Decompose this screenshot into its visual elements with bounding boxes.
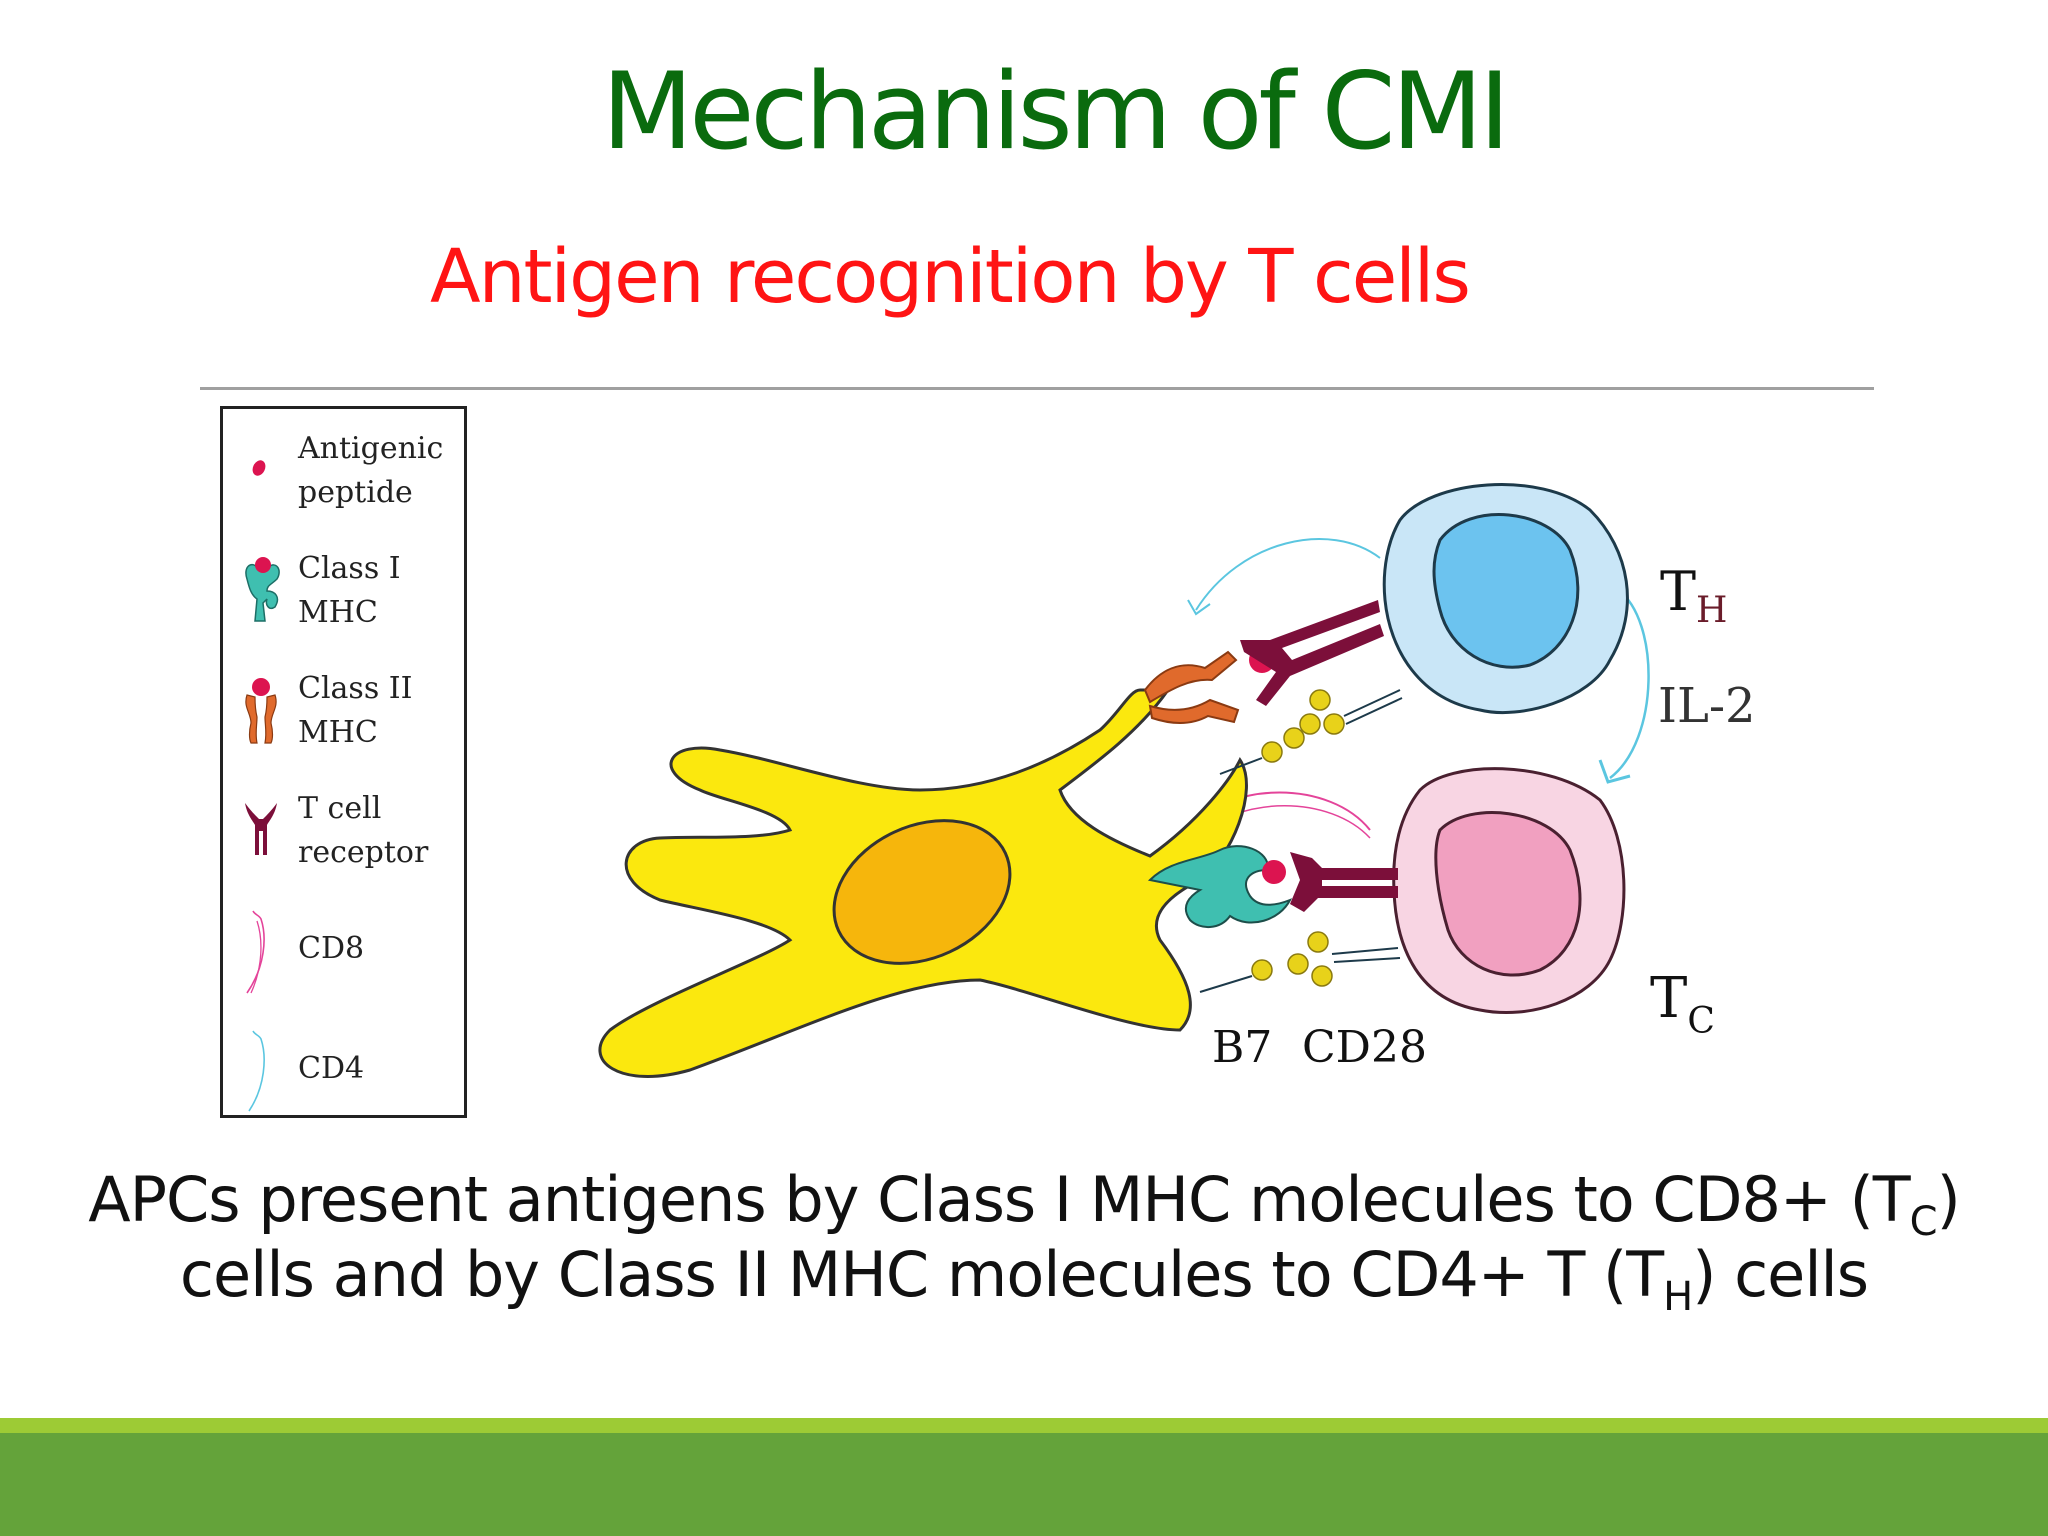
caption-line-1: APCs present antigens by Class I MHC mol… <box>88 1163 1961 1245</box>
caption-line-2: cells and by Class II MHC molecules to C… <box>179 1238 1869 1320</box>
legend-item-cd8: CD8 <box>223 907 464 1017</box>
cd4-icon <box>248 1030 265 1112</box>
legend-item-t-cell-receptor: T cell receptor <box>223 787 464 877</box>
legend-label: CD8 <box>298 931 365 966</box>
slide-title: Mechanism of CMI <box>601 50 1511 173</box>
class-ii-mhc-upper <box>1143 650 1238 704</box>
cd8-icon <box>246 910 265 994</box>
legend-label: T cell receptor <box>298 791 429 870</box>
t-cell-receptor-icon <box>245 803 277 855</box>
slide-subtitle: Antigen recognition by T cells <box>430 234 1471 320</box>
il2-arrow-icon <box>1609 588 1650 779</box>
antigenic-peptide-icon <box>252 460 266 476</box>
legend-label: CD4 <box>298 1051 365 1086</box>
class-i-mhc-lower <box>1147 845 1293 928</box>
title-divider <box>200 387 1874 390</box>
th-nucleus <box>1432 513 1580 669</box>
tc-nucleus <box>1434 811 1582 977</box>
b7-label: B7 <box>1212 1022 1273 1073</box>
footer-band <box>0 1433 2048 1536</box>
th-label: TH <box>1660 560 1728 631</box>
legend-label: Class II MHC <box>298 671 413 750</box>
tcr-tc <box>1290 852 1398 912</box>
legend-item-class-i-mhc: Class I MHC <box>223 547 464 637</box>
class-i-mhc-icon <box>245 557 280 622</box>
peptide-tc <box>1262 860 1286 884</box>
legend-item-cd4: CD4 <box>223 1027 464 1117</box>
apc-nucleus <box>832 819 1012 965</box>
legend-item-antigenic-peptide: Antigenic peptide <box>223 427 464 517</box>
footer-accent-stripe <box>0 1418 2048 1433</box>
tc-label: TC <box>1650 966 1715 1042</box>
cd4-arc <box>1195 538 1381 611</box>
class-ii-mhc-icon <box>245 678 277 744</box>
cd28-label: CD28 <box>1302 1022 1427 1073</box>
legend-label: Antigenic peptide <box>298 431 444 510</box>
antigen-presentation-diagram: TH IL-2 TC B7 CD28 <box>580 440 1880 1100</box>
legend-item-class-ii-mhc: Class II MHC <box>223 667 464 757</box>
legend-label: Class I MHC <box>298 551 401 630</box>
legend-box: Antigenic peptide Class I MHC Class II M… <box>220 406 467 1118</box>
il2-label: IL-2 <box>1658 678 1756 734</box>
tcr-th <box>1240 600 1384 706</box>
slide-caption: APCs present antigens by Class I MHC mol… <box>0 1162 2048 1320</box>
apc-t-cell-illustration <box>598 483 1650 1078</box>
